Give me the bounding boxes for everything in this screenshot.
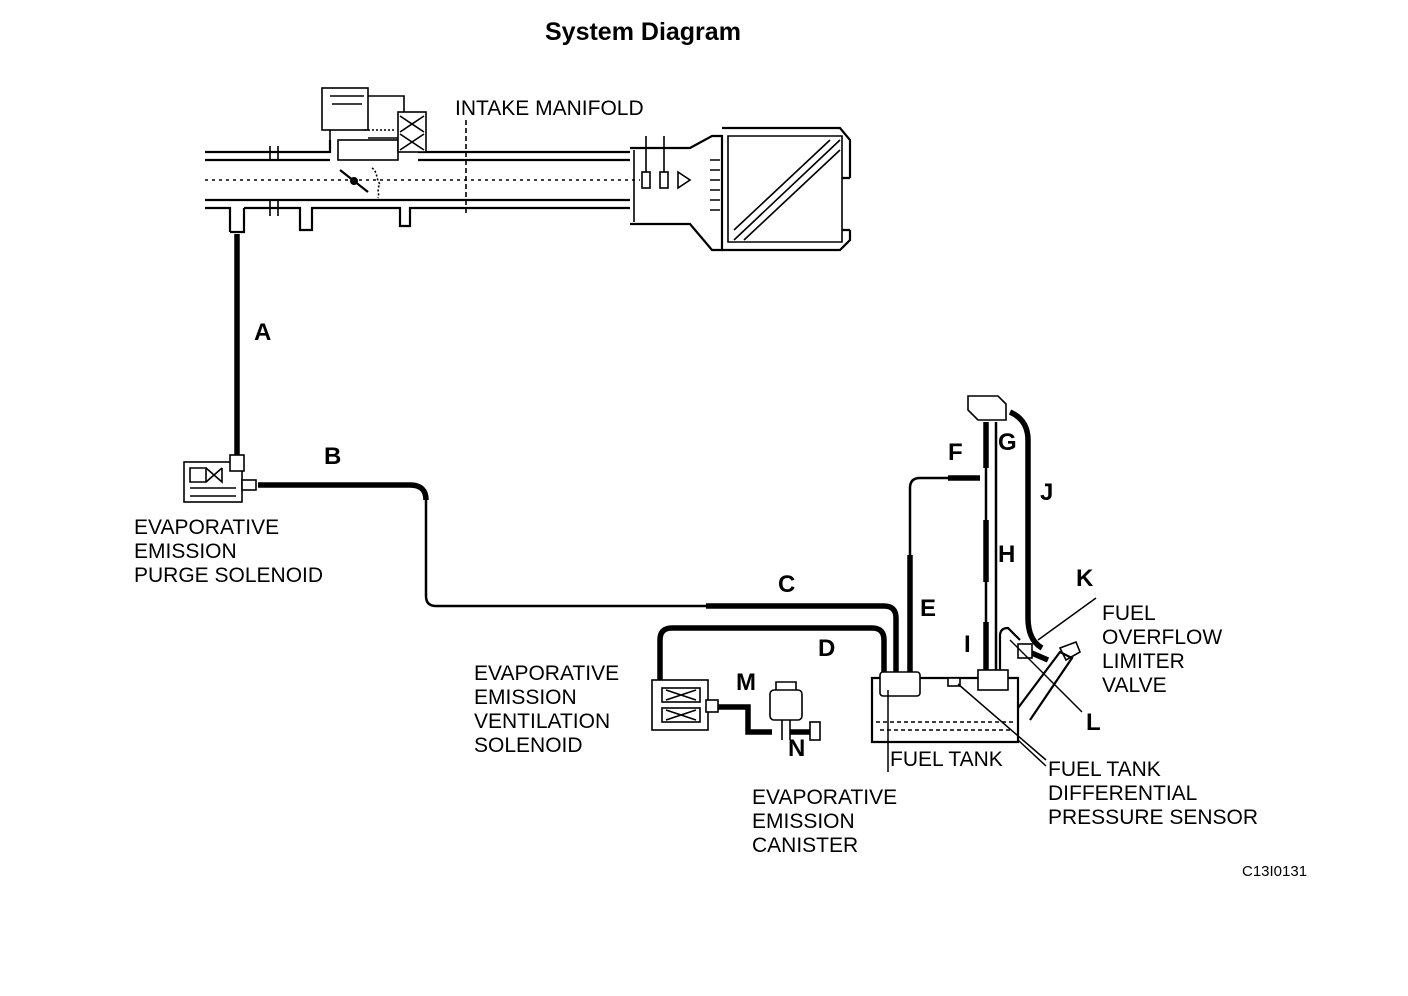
hose-label-k: K <box>1076 565 1094 592</box>
purge-solenoid <box>183 454 257 503</box>
vent-cap <box>967 395 1007 421</box>
label-canister: EVAPORATIVE EMISSION CANISTER <box>752 786 897 857</box>
hose-m-line <box>718 704 772 735</box>
canister <box>769 681 821 741</box>
svg-text:VALVE: VALVE <box>1102 674 1167 697</box>
fuel-tank <box>870 640 1082 744</box>
hose-label-f: F <box>948 439 963 466</box>
svg-text:CANISTER: CANISTER <box>752 834 858 857</box>
hose-label-d: D <box>818 635 835 662</box>
pointer-lines <box>887 597 1097 772</box>
label-overflow-valve: FUEL OVERFLOW LIMITER VALVE <box>1102 602 1222 697</box>
hose-label-l: L <box>1086 709 1101 736</box>
hose-label-n: N <box>788 735 805 762</box>
svg-text:LIMITER: LIMITER <box>1102 650 1185 673</box>
hose-label-m: M <box>736 669 756 696</box>
svg-text:EVAPORATIVE: EVAPORATIVE <box>134 516 279 539</box>
svg-text:EMISSION: EMISSION <box>752 810 855 833</box>
hose-label-c: C <box>778 571 795 598</box>
ventilation-solenoid <box>651 679 719 731</box>
intake-manifold <box>205 87 852 252</box>
svg-text:SOLENOID: SOLENOID <box>474 734 583 757</box>
label-fuel-tank: FUEL TANK <box>890 748 1003 771</box>
hose-label-j: J <box>1040 479 1053 506</box>
hose-label-g: G <box>998 429 1017 456</box>
svg-text:FUEL: FUEL <box>1102 602 1156 625</box>
hose-label-e: E <box>920 595 936 622</box>
svg-text:EMISSION: EMISSION <box>474 686 577 709</box>
svg-text:PURGE SOLENOID: PURGE SOLENOID <box>134 564 323 587</box>
label-ventilation-solenoid: EVAPORATIVE EMISSION VENTILATION SOLENOI… <box>474 662 619 757</box>
diagram-title: System Diagram <box>545 18 741 46</box>
svg-text:EVAPORATIVE: EVAPORATIVE <box>752 786 897 809</box>
hose-label-i: I <box>964 631 971 658</box>
figure-code: C13I0131 <box>1242 863 1307 880</box>
svg-text:OVERFLOW: OVERFLOW <box>1102 626 1222 649</box>
svg-text:EVAPORATIVE: EVAPORATIVE <box>474 662 619 685</box>
label-purge-solenoid: EVAPORATIVE EMISSION PURGE SOLENOID <box>134 516 323 587</box>
svg-text:DIFFERENTIAL: DIFFERENTIAL <box>1048 782 1197 805</box>
hose-label-a: A <box>254 319 271 346</box>
hose-network <box>234 234 1044 680</box>
label-pressure-sensor: FUEL TANK DIFFERENTIAL PRESSURE SENSOR <box>1048 758 1258 829</box>
svg-text:EMISSION: EMISSION <box>134 540 237 563</box>
hose-label-b: B <box>324 443 341 470</box>
svg-text:PRESSURE SENSOR: PRESSURE SENSOR <box>1048 806 1258 829</box>
svg-text:VENTILATION: VENTILATION <box>474 710 610 733</box>
hose-label-h: H <box>998 541 1015 568</box>
svg-text:FUEL TANK: FUEL TANK <box>1048 758 1161 781</box>
label-intake-manifold: INTAKE MANIFOLD <box>455 97 644 120</box>
